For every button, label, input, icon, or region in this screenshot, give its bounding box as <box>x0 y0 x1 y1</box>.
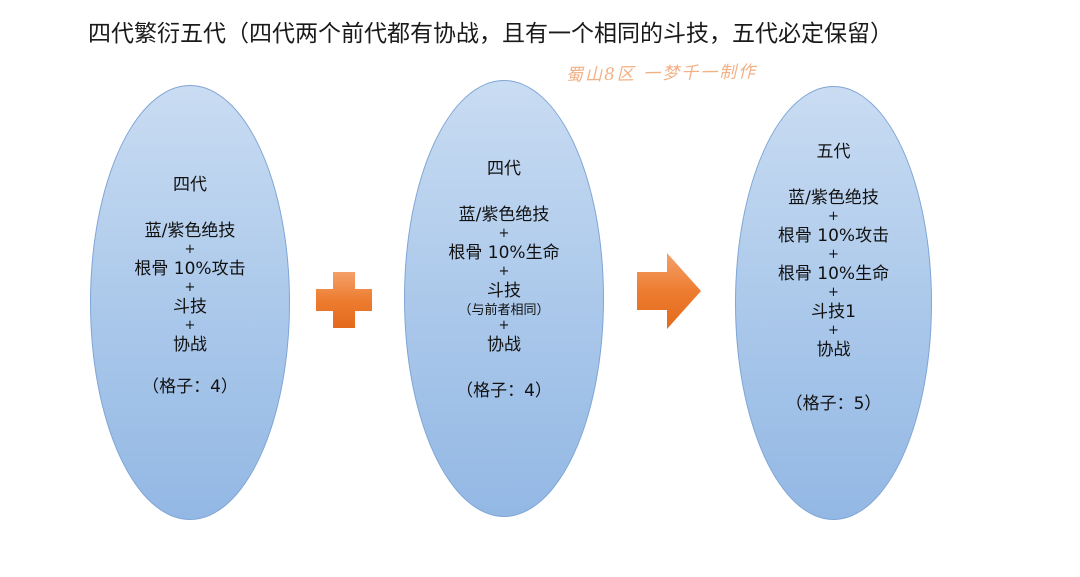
plus-sign: + <box>184 242 196 257</box>
child-ellipse <box>735 86 932 520</box>
child-fight-skill: 斗技1 <box>811 302 856 322</box>
orange-plus-icon <box>316 272 372 328</box>
parent1-fight-skill: 斗技 <box>173 297 207 317</box>
parent1-assist: 协战 <box>173 335 207 355</box>
parent1-skill: 蓝/紫色绝技 <box>144 221 236 241</box>
page-title: 四代繁衍五代（四代两个前代都有协战，且有一个相同的斗技，五代必定保留） <box>88 21 893 47</box>
plus-sign: + <box>498 318 510 333</box>
plus-sign: + <box>498 264 510 279</box>
orange-right-arrow-icon <box>637 253 701 329</box>
child-slots: （格子：5） <box>785 394 882 414</box>
plus-sign: + <box>184 318 196 333</box>
child-attr-life: 根骨 10%生命 <box>777 264 890 284</box>
child-content: 五代 蓝/紫色绝技 + 根骨 10%攻击 + 根骨 10%生命 + 斗技1 + … <box>735 140 932 416</box>
plus-sign: + <box>184 280 196 295</box>
plus-sign: + <box>828 323 839 338</box>
plus-sign: + <box>828 247 839 262</box>
plus-sign: + <box>828 209 839 224</box>
parent2-fight-note: （与前者相同） <box>458 303 550 318</box>
parent1-slots: （格子：4） <box>142 377 238 397</box>
parent2-title: 四代 <box>487 159 521 179</box>
parent2-fight-skill: 斗技 <box>487 281 521 301</box>
child-title: 五代 <box>816 142 851 162</box>
parent2-content: 四代 蓝/紫色绝技 + 根骨 10%生命 + 斗技 （与前者相同） + 协战 （… <box>404 157 604 403</box>
parent2-attr: 根骨 10%生命 <box>448 243 560 263</box>
parent1-ellipse <box>90 85 290 520</box>
parent2-ellipse <box>404 80 604 517</box>
child-assist: 协战 <box>816 340 851 360</box>
parent2-slots: （格子：4） <box>456 381 552 401</box>
plus-sign: + <box>498 226 510 241</box>
child-skill: 蓝/紫色绝技 <box>788 188 879 208</box>
parent1-title: 四代 <box>173 175 207 195</box>
parent1-attr: 根骨 10%攻击 <box>134 259 246 279</box>
parent2-skill: 蓝/紫色绝技 <box>458 205 550 225</box>
author-watermark: 蜀山8区 一梦千一制作 <box>565 62 758 86</box>
plus-sign: + <box>828 285 839 300</box>
parent1-content: 四代 蓝/紫色绝技 + 根骨 10%攻击 + 斗技 + 协战 （格子：4） <box>90 173 290 399</box>
parent2-assist: 协战 <box>487 335 521 355</box>
child-attr-attack: 根骨 10%攻击 <box>777 226 890 246</box>
